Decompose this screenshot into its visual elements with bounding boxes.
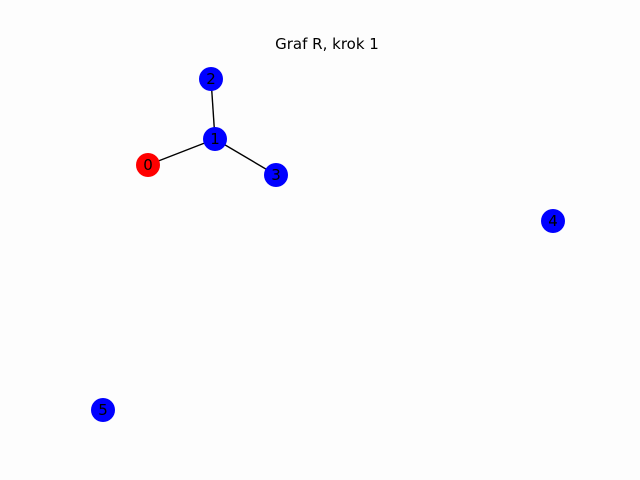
node-label-3: 3 [271,166,281,184]
node-label-4: 4 [548,212,558,230]
node-circle-2 [199,67,223,91]
node-2: 2 [199,67,223,91]
node-label-1: 1 [210,130,220,148]
edges-layer [147,78,277,176]
node-circle-5 [91,398,115,422]
node-label-2: 2 [206,70,216,88]
nodes-layer: 0 1 2 3 4 5 [91,67,565,422]
graph-title: Graf R, krok 1 [275,35,379,53]
node-label-0: 0 [143,156,153,174]
node-circle-3 [264,163,288,187]
node-circle-4 [541,209,565,233]
node-circle-0 [136,153,160,177]
node-circle-1 [203,127,227,151]
node-4: 4 [541,209,565,233]
node-label-5: 5 [98,401,108,419]
node-1: 1 [203,127,227,151]
node-5: 5 [91,398,115,422]
node-3: 3 [264,163,288,187]
node-0: 0 [136,153,160,177]
